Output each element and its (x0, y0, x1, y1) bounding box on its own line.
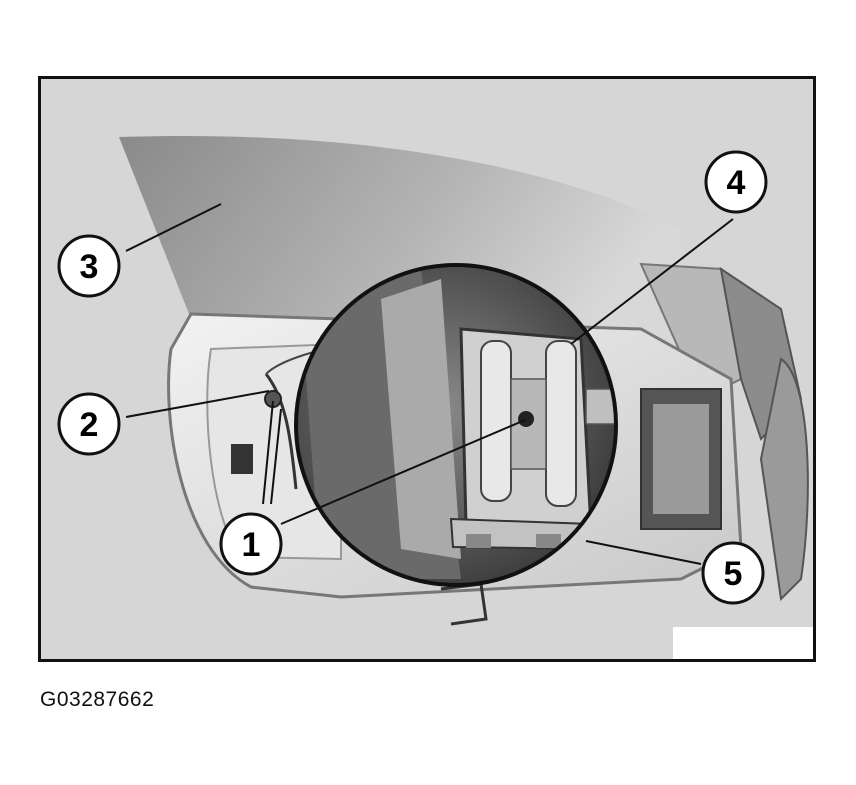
callout-5: 5 (701, 541, 765, 605)
callout-3-number: 3 (80, 248, 99, 286)
zoom-detail (296, 265, 616, 585)
bolt-part (518, 411, 534, 427)
leader-line-1c (280, 419, 526, 525)
leader-line-3 (125, 203, 222, 252)
leader-line-1a (262, 400, 274, 505)
callout-1: 1 (219, 512, 283, 576)
callout-5-number: 5 (724, 555, 743, 593)
callout-4-number: 4 (727, 164, 746, 202)
leader-line-4 (570, 218, 734, 345)
callout-2: 2 (57, 392, 121, 456)
diagram-figure: 3 2 1 4 5 (38, 76, 816, 662)
door-illustration: 3 2 1 4 5 (41, 79, 813, 659)
leader-line-1b (270, 408, 282, 505)
figure-id-label: G03287662 (40, 688, 155, 711)
leader-line-2 (125, 390, 270, 418)
leader-line-5 (585, 540, 702, 565)
callout-3: 3 (57, 234, 121, 298)
callout-2-number: 2 (80, 406, 99, 444)
callout-1-number: 1 (242, 526, 261, 564)
callout-4: 4 (704, 150, 768, 214)
